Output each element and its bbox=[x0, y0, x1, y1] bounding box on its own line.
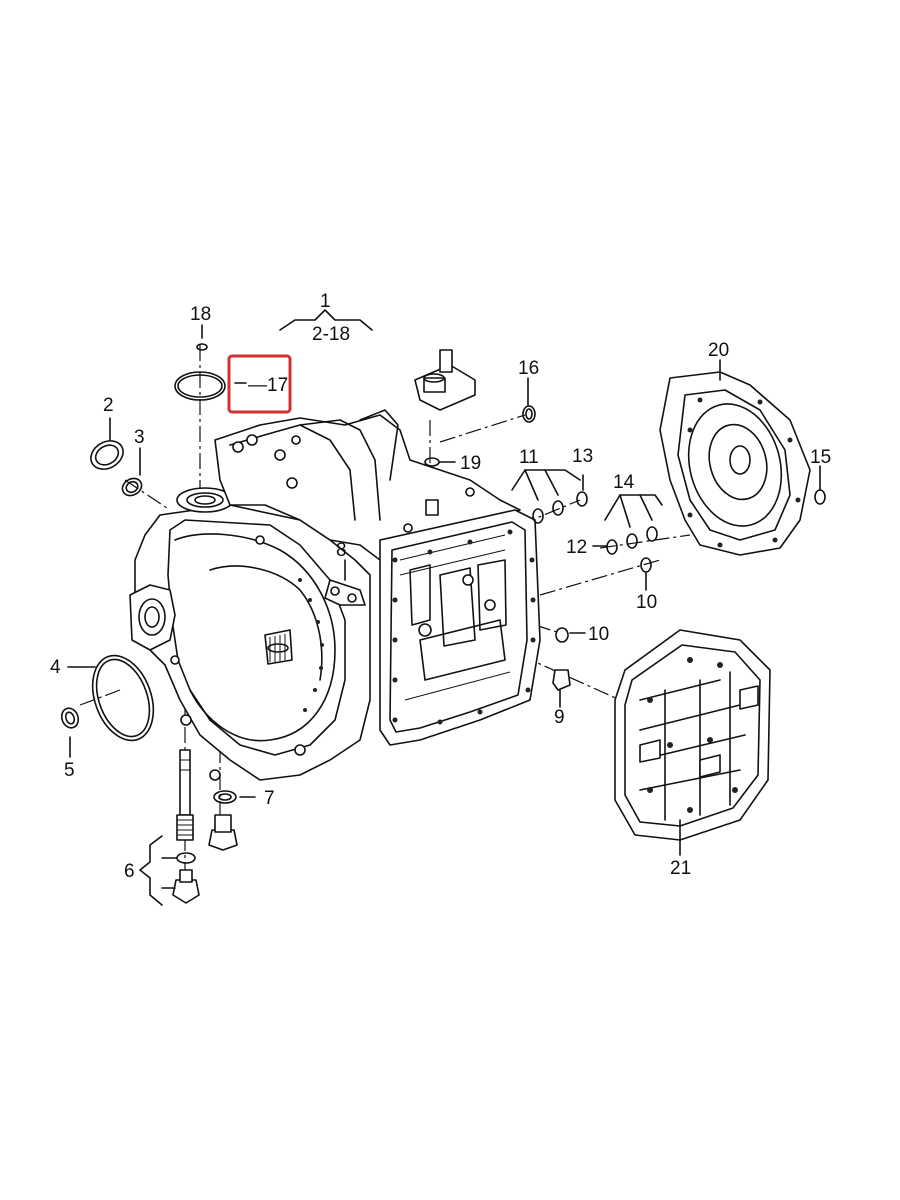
callout-21: 21 bbox=[670, 858, 691, 879]
callout-5: 5 bbox=[64, 760, 75, 781]
o-rings-17-18 bbox=[174, 343, 226, 401]
callout-20: 20 bbox=[708, 340, 729, 361]
callout-1: 1 bbox=[320, 291, 331, 312]
callout-2: 2 bbox=[103, 395, 114, 416]
callout-10-right: 10 bbox=[588, 624, 609, 645]
pump-housing-20 bbox=[659, 371, 811, 556]
callout-14: 14 bbox=[613, 472, 635, 493]
gasket-plate-8 bbox=[324, 579, 366, 606]
highlight-box-17 bbox=[227, 354, 292, 414]
selector-lever-19 bbox=[414, 349, 536, 516]
callout-1-range: 2-18 bbox=[312, 324, 350, 345]
leader-lines bbox=[67, 309, 821, 906]
callout-12: 12 bbox=[566, 537, 587, 558]
callout-16: 16 bbox=[518, 358, 539, 379]
callout-4: 4 bbox=[50, 657, 61, 678]
callout-11: 11 bbox=[519, 447, 539, 468]
callout-labels: 1 2-18 18 —17 2 3 4 5 6 7 8 9 10 10 11 1… bbox=[50, 291, 831, 882]
callout-19: 19 bbox=[460, 453, 481, 474]
callout-18: 18 bbox=[190, 304, 211, 325]
washers bbox=[532, 489, 826, 691]
callout-15: 15 bbox=[810, 447, 831, 468]
callout-8: 8 bbox=[336, 540, 347, 561]
callout-7: 7 bbox=[264, 788, 275, 809]
bolts-plugs-6-7 bbox=[172, 749, 238, 904]
callout-10-lower: 10 bbox=[636, 592, 657, 613]
callout-13: 13 bbox=[572, 446, 593, 467]
left-seals bbox=[60, 440, 155, 742]
callout-17: —17 bbox=[248, 375, 288, 396]
callout-3: 3 bbox=[134, 427, 145, 448]
callout-9: 9 bbox=[554, 707, 565, 728]
valve-body-21 bbox=[614, 629, 771, 841]
center-lines bbox=[79, 345, 691, 900]
transmission-housing bbox=[129, 409, 541, 781]
callout-6: 6 bbox=[124, 861, 135, 882]
